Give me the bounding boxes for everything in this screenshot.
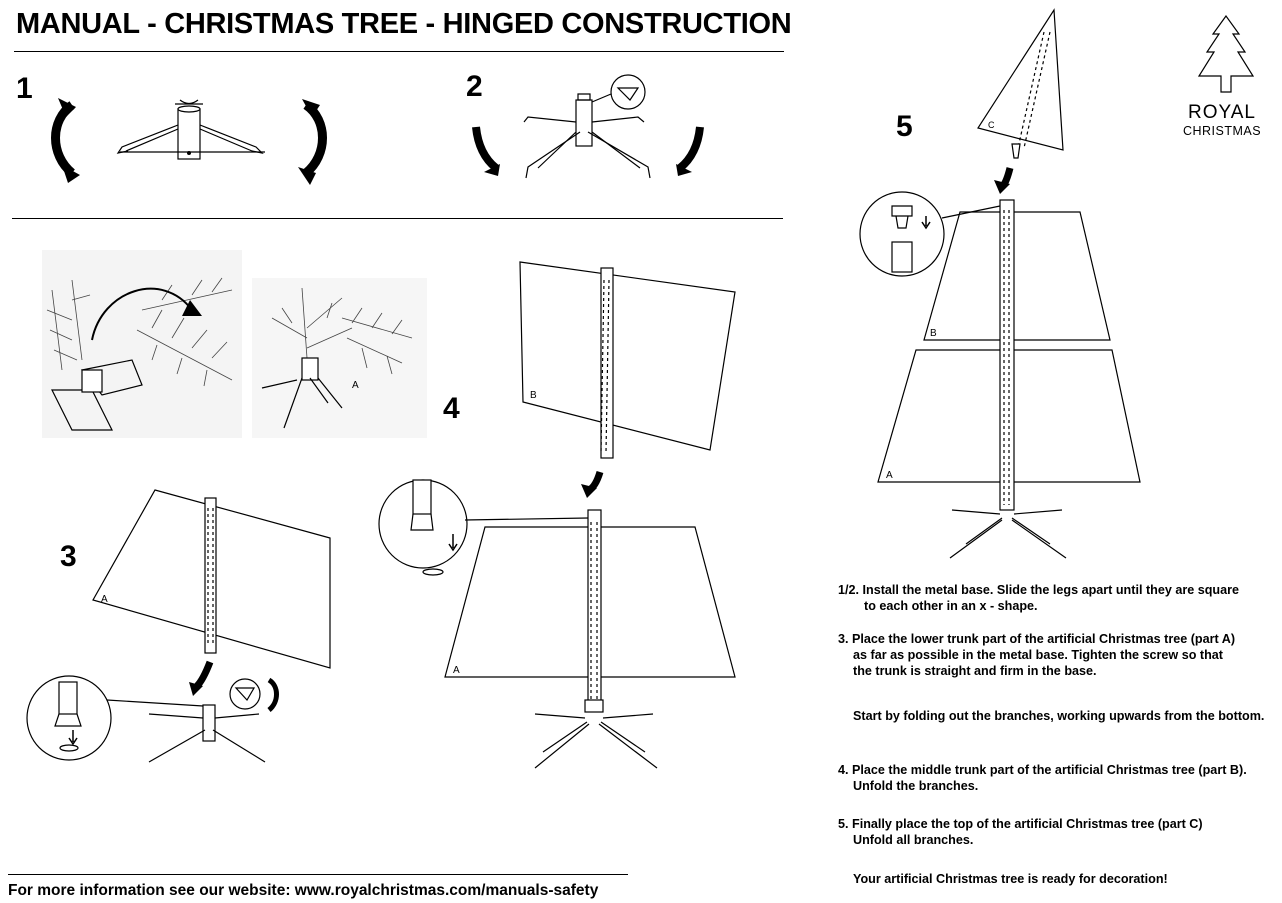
instruction-fold: Start by folding out the branches, worki… <box>853 709 1265 723</box>
logo-christmas: CHRISTMAS <box>1182 124 1262 138</box>
part-label-b-step5: B <box>930 328 937 339</box>
instruction-3-line2: as far as possible in the metal base. Ti… <box>853 648 1223 662</box>
instruction-3-line3: the trunk is straight and firm in the ba… <box>853 664 1097 678</box>
step4-illustration: B A <box>378 261 736 769</box>
step1-illustration <box>51 98 327 185</box>
step-number-3: 3 <box>60 540 77 573</box>
instruction-1-2-line2: to each other in an x - shape. <box>864 599 1038 613</box>
instruction-1-2-line1: 1/2. Install the metal base. Slide the l… <box>838 583 1240 597</box>
footer-rule <box>8 874 628 875</box>
page-title: MANUAL - CHRISTMAS TREE - HINGED CONSTRU… <box>16 8 792 40</box>
step3-illustration: A <box>26 489 331 763</box>
instruction-4-line2: Unfold the branches. <box>853 779 979 793</box>
part-label-a-step5: A <box>886 470 893 481</box>
part-label-a-step3: A <box>101 594 108 605</box>
part-label-b-step4: B <box>530 390 537 401</box>
instruction-5-line1: 5. Finally place the top of the artifici… <box>838 817 1203 831</box>
step5-illustration: C B A <box>859 8 1141 559</box>
instruction-5: 5. Finally place the top of the artifici… <box>838 816 1203 848</box>
rotate-left-arrow-icon <box>51 101 76 177</box>
logo-royal: ROYAL <box>1187 102 1256 123</box>
rotate-screw-arrow-icon <box>267 677 279 712</box>
step-number-5: 5 <box>896 110 913 143</box>
rotate-right-arrow-icon <box>302 101 327 177</box>
instruction-1-2: 1/2. Install the metal base. Slide the l… <box>838 582 1239 614</box>
branch-unfold-illustration <box>42 250 242 438</box>
down-arrow-icon <box>472 126 499 172</box>
down-arrow-icon <box>677 126 704 172</box>
instruction-4: 4. Place the middle trunk part of the ar… <box>838 762 1247 794</box>
step-number-1: 1 <box>16 72 33 105</box>
instruction-4-line1: 4. Place the middle trunk part of the ar… <box>838 763 1247 777</box>
unfolded-branches-illustration: A <box>252 278 427 438</box>
instruction-3-line1: 3. Place the lower trunk part of the art… <box>838 632 1236 646</box>
step-number-2: 2 <box>466 70 483 103</box>
instruction-3: 3. Place the lower trunk part of the art… <box>838 631 1235 679</box>
section-divider <box>12 218 783 219</box>
part-label-c: C <box>988 120 995 130</box>
title-rule <box>14 51 784 52</box>
footer-website-text: For more information see our website: ww… <box>8 882 599 899</box>
christmas-tree-icon <box>1197 14 1255 93</box>
part-label-a: A <box>352 380 359 391</box>
step2-illustration <box>472 74 704 179</box>
part-label-a-step4: A <box>453 665 460 676</box>
step-number-4: 4 <box>443 392 460 425</box>
down-arrow-icon <box>194 660 214 689</box>
instruction-5-line2: Unfold all branches. <box>853 833 974 847</box>
instruction-ready: Your artificial Christmas tree is ready … <box>853 872 1168 886</box>
